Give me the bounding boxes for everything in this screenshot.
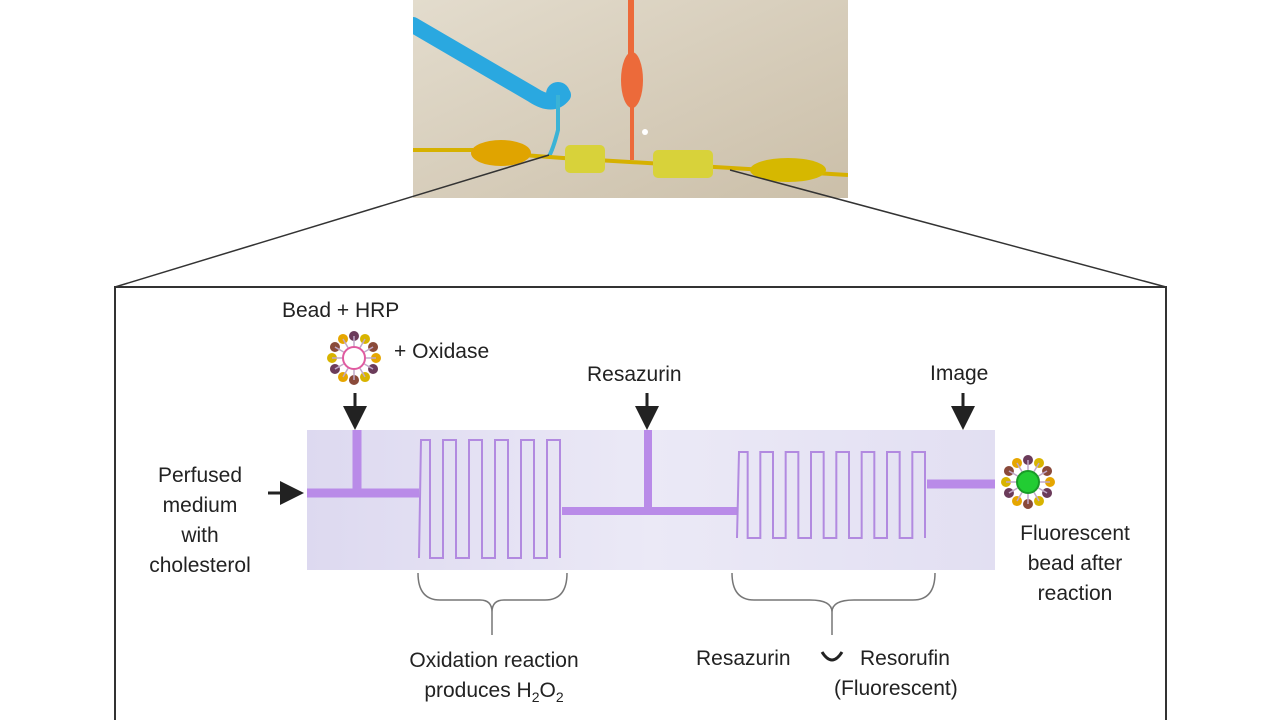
curved-arrow-icon bbox=[820, 651, 844, 662]
resorufin-label: Resorufin bbox=[860, 647, 950, 670]
fluorescent-bead-label: Fluorescent bead after reaction bbox=[1000, 519, 1150, 609]
oxidation-reaction-label: Oxidation reaction produces H2O2 bbox=[372, 646, 616, 712]
perfused-line-2: medium bbox=[162, 494, 238, 517]
perfused-line-4: cholesterol bbox=[149, 554, 251, 577]
bead-hrp-label: Bead + HRP bbox=[282, 299, 400, 322]
perfused-line-3: with bbox=[181, 524, 219, 547]
device-photo bbox=[413, 0, 848, 198]
image-label: Image bbox=[930, 362, 989, 385]
oxidase-label: + Oxidase bbox=[394, 340, 490, 363]
fluorescent-bead-icon bbox=[996, 450, 1060, 514]
bead-linker bbox=[1038, 470, 1048, 477]
fluorescent-paren-label: (Fluorescent) bbox=[834, 677, 958, 700]
fluor-line-3: reaction bbox=[1037, 582, 1113, 605]
bead-linker bbox=[364, 363, 374, 370]
bead-linker bbox=[359, 338, 366, 348]
bead-linker bbox=[1016, 492, 1023, 502]
bead-linker bbox=[1033, 492, 1040, 502]
resazurin-product-label: Resazurin bbox=[696, 647, 791, 670]
bead-ligand bbox=[1042, 488, 1053, 498]
bead-linker bbox=[1016, 462, 1023, 472]
bead-linker bbox=[342, 368, 349, 378]
bead-linker bbox=[342, 338, 349, 348]
resazurin-inlet-label: Resazurin bbox=[587, 363, 682, 386]
bead-ligand bbox=[1042, 466, 1053, 476]
oxidation-brace bbox=[417, 572, 568, 635]
subscript-2a: 2 bbox=[531, 689, 540, 706]
oxidation-prefix: produces H bbox=[424, 679, 532, 702]
fluor-line-2: bead after bbox=[1027, 552, 1123, 575]
subscript-2b: 2 bbox=[555, 689, 564, 706]
perfused-medium-label: Perfused medium with cholesterol bbox=[125, 461, 275, 581]
bead-linker bbox=[334, 363, 344, 370]
perfused-line-1: Perfused bbox=[157, 464, 243, 487]
bead-linker bbox=[364, 346, 374, 353]
oxidation-line-2: produces H2O2 bbox=[372, 676, 616, 712]
resorufin-brace bbox=[731, 572, 936, 635]
bead-linker bbox=[1008, 487, 1018, 494]
oxidation-line-1: Oxidation reaction bbox=[409, 649, 579, 672]
microfluidic-chip bbox=[307, 430, 995, 570]
bead-core bbox=[1016, 470, 1040, 494]
bead-linker bbox=[1008, 470, 1018, 477]
bead-linker bbox=[1033, 462, 1040, 472]
fluor-line-1: Fluorescent bbox=[1020, 522, 1130, 545]
bead-hrp-icon bbox=[322, 326, 386, 390]
bead-linker bbox=[1038, 487, 1048, 494]
bead-core bbox=[342, 346, 366, 370]
bead-linker bbox=[334, 346, 344, 353]
bead-linker bbox=[359, 368, 366, 378]
oxygen-symbol: O bbox=[539, 679, 556, 702]
